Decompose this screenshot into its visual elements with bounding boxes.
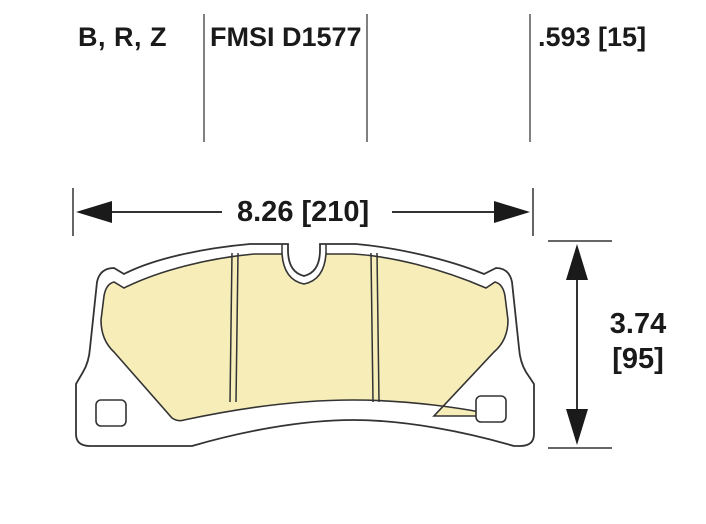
- pad-slot-left: [229, 252, 233, 403]
- retention-tab-left: [95, 399, 127, 427]
- width-arrowhead-left: [76, 201, 112, 223]
- height-dimension-label: 3.74 [95]: [598, 310, 678, 380]
- height-arrowhead-bottom: [566, 409, 588, 445]
- friction-material: [100, 253, 509, 422]
- fmsi-number: FMSI D1577: [210, 22, 362, 52]
- width-dimension-label: 8.26 [210]: [237, 196, 370, 228]
- pad-slot-right-2: [376, 252, 380, 403]
- pad-slot-right: [370, 252, 374, 403]
- retention-tab-right: [475, 395, 507, 423]
- thickness-value: .593 [15]: [538, 22, 647, 52]
- height-inches: 3.74: [609, 308, 667, 340]
- height-millimeters: [95]: [612, 343, 664, 375]
- width-arrowhead-right: [494, 201, 530, 223]
- compound-codes: B, R, Z: [78, 22, 167, 52]
- pad-slot-left-2: [235, 252, 239, 403]
- height-arrowhead-top: [566, 244, 588, 280]
- backing-plate-inner-edge: [281, 244, 327, 254]
